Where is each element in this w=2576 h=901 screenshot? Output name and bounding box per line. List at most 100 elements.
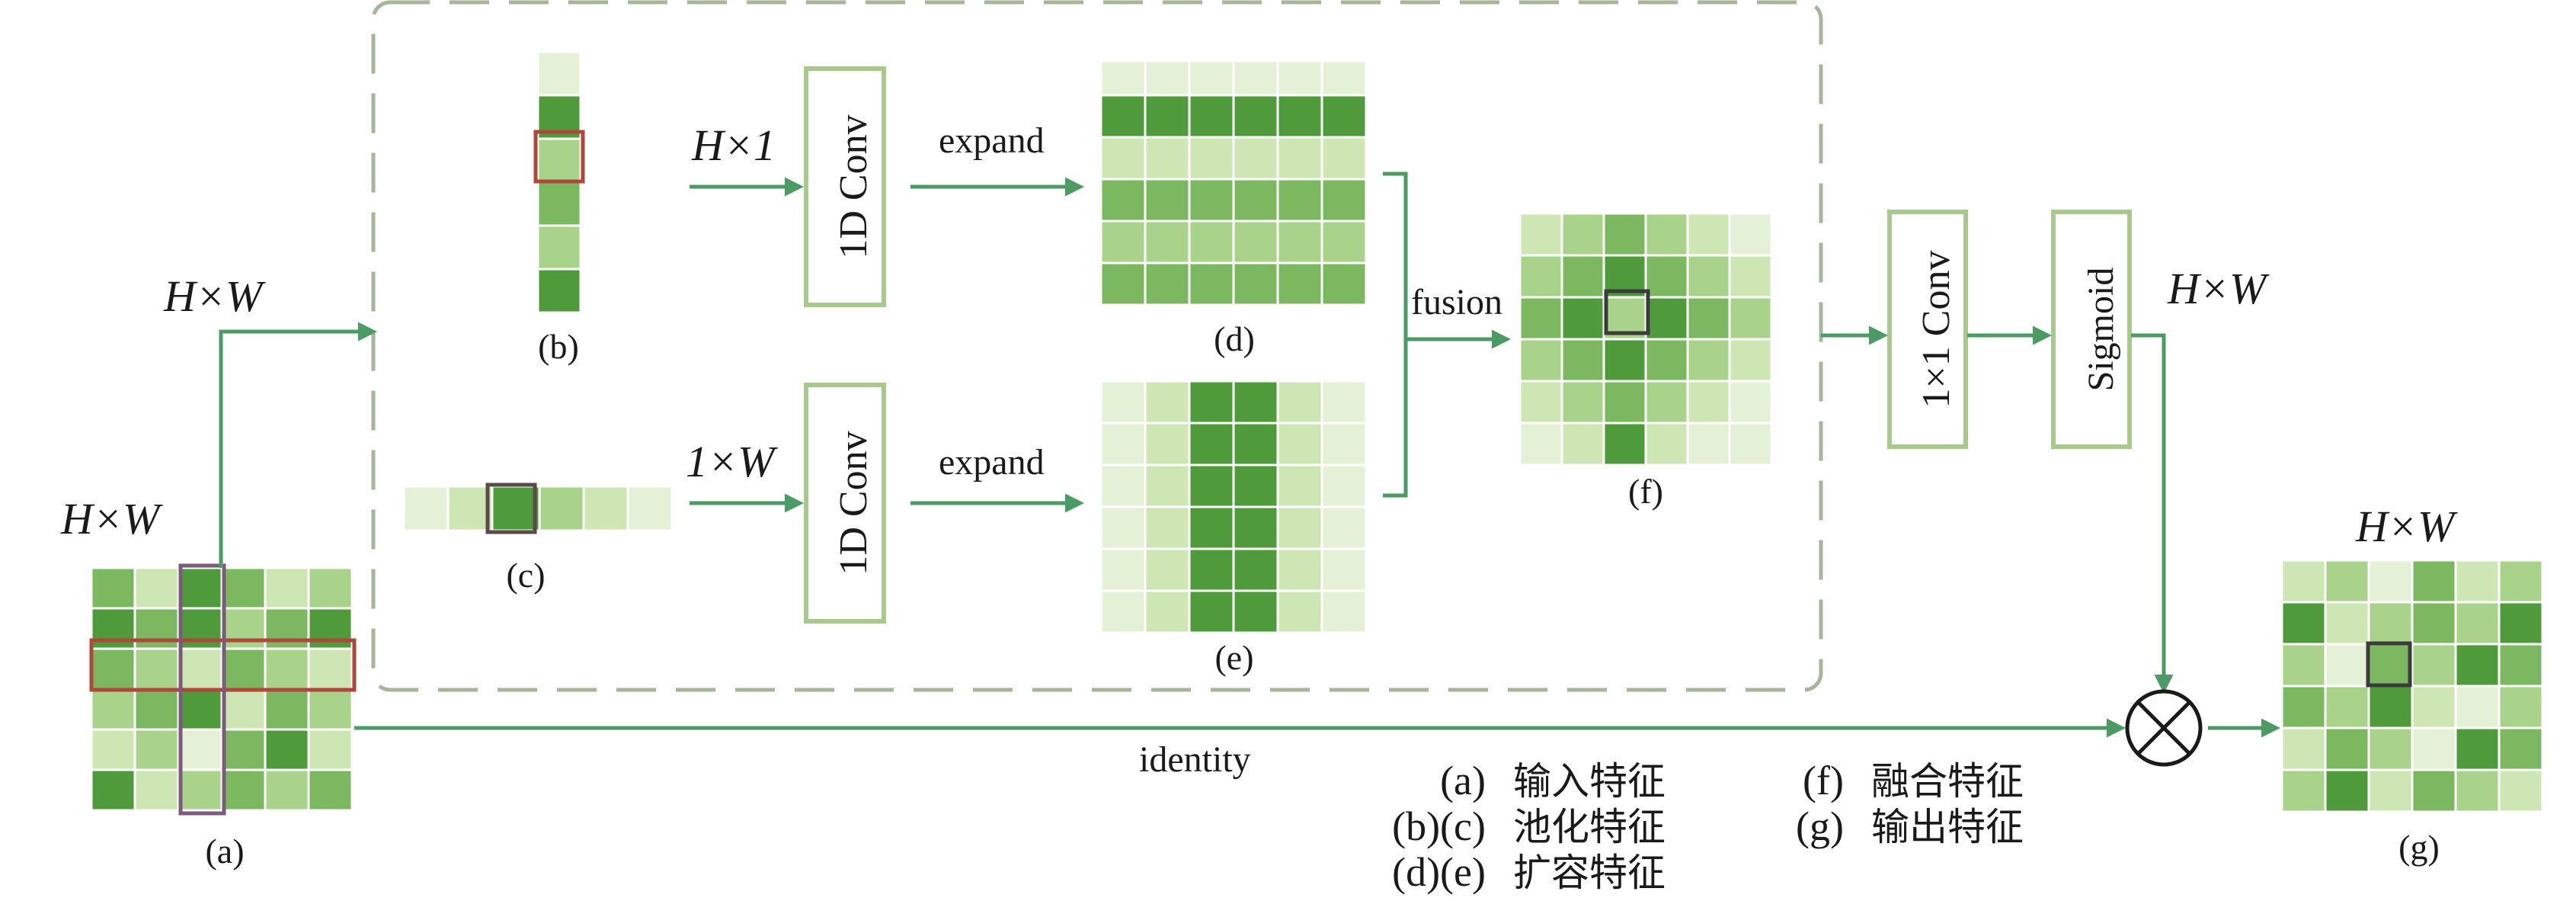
grid-cell [2498, 643, 2544, 688]
pooled-row-highlight [485, 483, 537, 534]
grid-cell [402, 485, 450, 532]
pooled-feature-row-c [402, 485, 674, 532]
conv1x1-box [1887, 210, 1968, 449]
grid-cell [2324, 559, 2370, 604]
grid-cell [1144, 380, 1191, 425]
grid-cell [90, 647, 136, 691]
output-cell-highlight [2366, 641, 2412, 688]
grid-cell [1518, 422, 1563, 467]
grid-cell [1144, 136, 1191, 181]
legend-item-a: (a) 输入特征 [1364, 751, 1666, 806]
legend-text: 池化特征 [1513, 805, 1666, 849]
grid-cell [1188, 547, 1235, 592]
grid-cell [90, 728, 136, 771]
grid-cell [1320, 136, 1368, 181]
grid-cell [538, 485, 585, 532]
grid-cell [1099, 380, 1147, 425]
grid-cell [2454, 601, 2501, 646]
legend-label: (d)(e) [1392, 849, 1486, 895]
grid-cell [177, 607, 223, 650]
grid-cell [1188, 261, 1235, 306]
grid-cell [1686, 296, 1731, 341]
grid-cell [2367, 601, 2414, 646]
grid-cell [220, 728, 267, 771]
input-branch-arrow [219, 322, 377, 568]
grid-cell [626, 485, 674, 532]
grid-cell [1144, 547, 1191, 592]
grid-cell [2367, 643, 2414, 688]
grid-cell [2411, 726, 2457, 771]
grid-cell [2367, 685, 2414, 729]
grid-cell [2280, 601, 2327, 646]
grid-cell [2324, 768, 2370, 813]
grid-cell [2280, 726, 2327, 771]
grid-cell [220, 566, 267, 610]
caption-c: (c) [506, 556, 545, 595]
grid-cell [1099, 422, 1147, 467]
conv1d-bottom-box [804, 383, 886, 624]
grid-cell [1728, 380, 1773, 425]
grid-cell [2324, 643, 2370, 688]
grid-cell [1728, 254, 1773, 299]
legend-label: (a) [1440, 758, 1486, 803]
grid-cell [1602, 380, 1647, 425]
expand-top-label: expand [939, 120, 1045, 161]
grid-cell [1644, 296, 1689, 341]
grid-cell [1320, 380, 1368, 425]
grid-cell [1728, 296, 1773, 341]
grid-cell [90, 566, 136, 610]
grid-cell [1518, 338, 1563, 383]
grid-cell [1188, 59, 1235, 97]
grid-cell [133, 688, 180, 731]
conv1d-bottom-label: 1D Conv [832, 431, 875, 575]
legend-label: (b)(c) [1392, 803, 1486, 849]
fusion-feature-grid-f [1518, 212, 1773, 467]
grid-cell [1188, 178, 1235, 223]
grid-cell [1188, 505, 1235, 550]
pooled-feature-column-b [536, 50, 582, 314]
grid-cell [220, 688, 267, 731]
grid-cell [1232, 380, 1279, 425]
grid-cell [307, 688, 354, 731]
grid-cell [2411, 601, 2457, 646]
grid-cell [264, 728, 310, 771]
grid-cell [1518, 296, 1563, 341]
grid-cell [2411, 685, 2457, 729]
grid-cell [90, 607, 136, 650]
grid-cell [1232, 261, 1279, 306]
grid-cell [264, 566, 310, 610]
legend-item-f: (f)融合特征 [1722, 751, 2024, 806]
grid-cell [1188, 589, 1235, 634]
grid-cell [536, 224, 582, 271]
grid-cell [1099, 136, 1147, 181]
grid-cell [1232, 547, 1279, 592]
pooled-column-highlight [533, 130, 585, 184]
dashed-module-border [371, 0, 1823, 692]
grid-cell [177, 647, 223, 691]
sigmoid-box [2051, 210, 2132, 449]
grid-cell [1686, 254, 1731, 299]
grid-cell [1188, 136, 1235, 181]
caption-e: (e) [1214, 638, 1253, 677]
expanded-feature-grid-e [1099, 380, 1368, 634]
grid-cell [177, 688, 223, 731]
grid-cell [1099, 463, 1147, 508]
grid-cell [1099, 505, 1147, 550]
grid-cell [1144, 261, 1191, 306]
grid-cell [1728, 422, 1773, 467]
grid-cell [220, 768, 267, 812]
caption-f: (f) [1628, 472, 1663, 511]
grid-cell [1144, 422, 1191, 467]
grid-cell [1644, 422, 1689, 467]
grid-cell [133, 768, 180, 812]
grid-cell [1232, 178, 1279, 223]
grid-cell [1560, 254, 1605, 299]
legend-text: 输入特征 [1513, 759, 1666, 803]
grid-cell [1232, 463, 1279, 508]
grid-cell [2411, 559, 2457, 604]
grid-cell [582, 485, 629, 532]
grid-cell [1144, 59, 1191, 97]
legend-label: (g) [1796, 803, 1844, 849]
grid-cell [2498, 685, 2544, 729]
